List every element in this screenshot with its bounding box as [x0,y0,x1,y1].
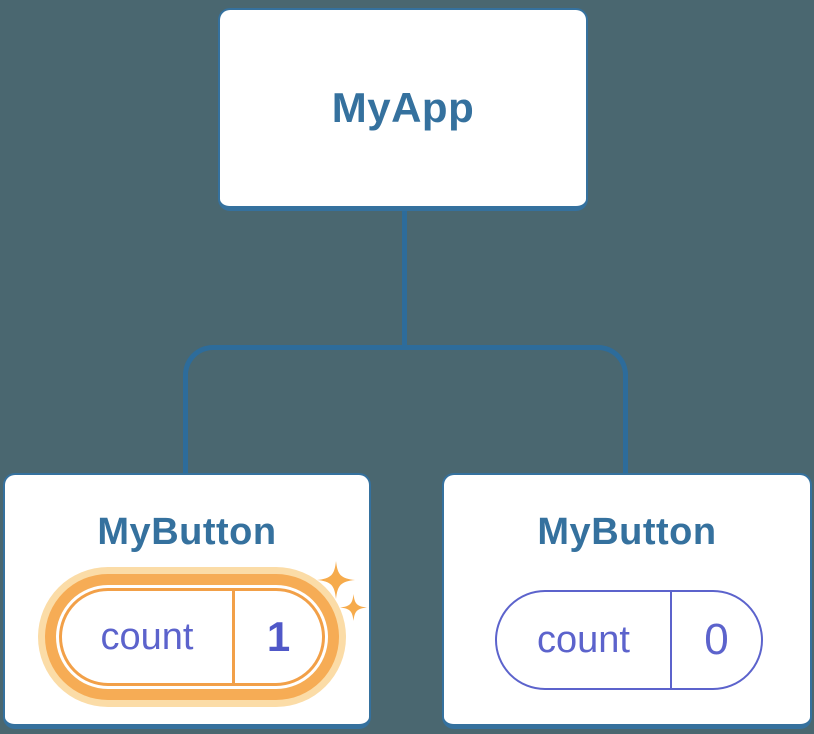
node-mybutton-left: MyButton count 1 [3,473,371,729]
state-pill: count 0 [495,590,763,690]
state-value: 1 [266,613,291,660]
node-mybutton-right-label: MyButton [537,511,717,553]
node-myapp: MyApp [218,8,588,211]
connector-root-stem [402,211,407,348]
node-mybutton-right: MyButton count 0 [442,473,812,729]
pill-divider [232,591,235,683]
sparkle-small-icon [340,594,367,621]
connector-branch [183,345,628,473]
node-mybutton-left-label: MyButton [97,511,277,553]
sparkle-large-icon [316,561,356,599]
state-key-label: count [100,615,194,658]
node-myapp-label: MyApp [331,84,475,131]
state-pill-highlighted: count 1 [59,588,325,686]
state-value: 0 [704,615,729,664]
state-key-label: count [537,618,630,661]
pill-divider [670,592,672,688]
